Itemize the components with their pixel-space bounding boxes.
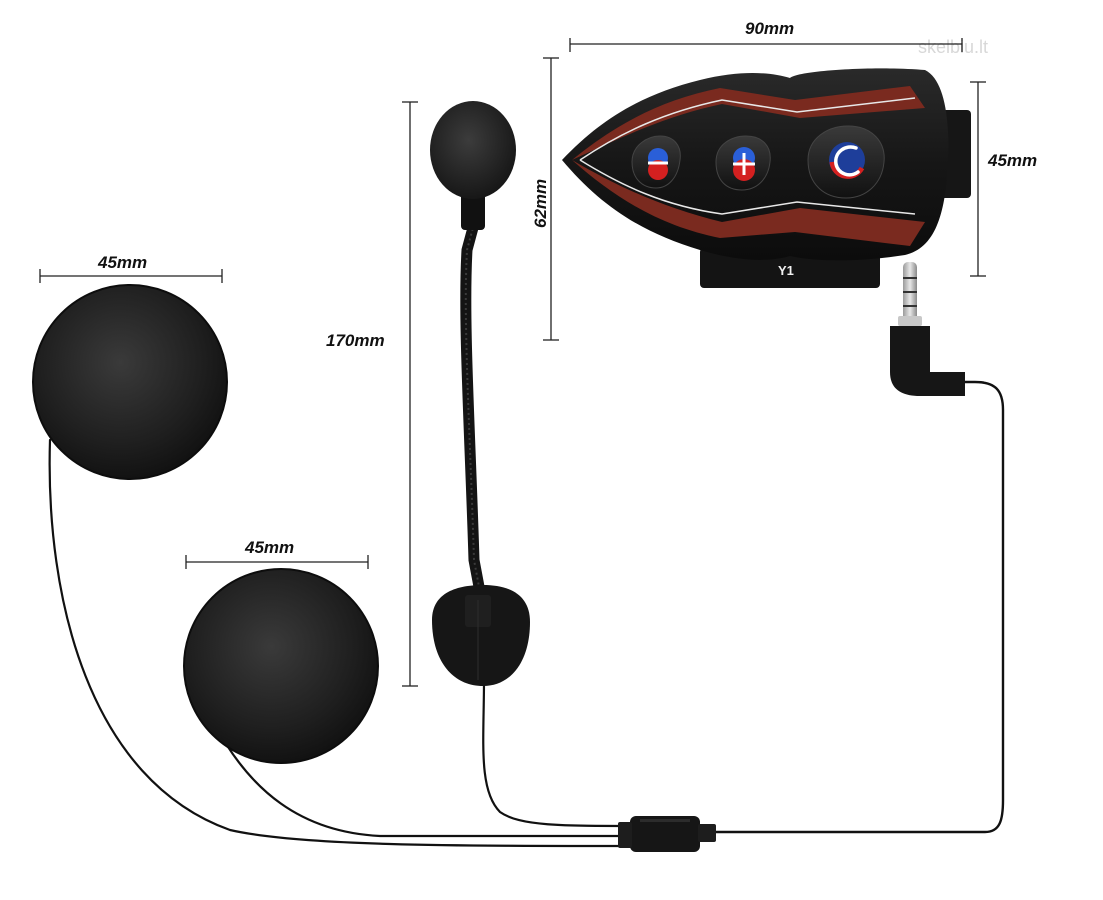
dimension-mic-boom: 170mm	[326, 101, 418, 687]
dimension-left-speaker: 45mm	[39, 253, 223, 283]
left-speaker-diameter-label: 45mm	[97, 253, 147, 272]
device-width-label: 90mm	[745, 19, 794, 38]
mic-cable	[482, 678, 642, 828]
bluetooth-headset-device: Y1	[562, 68, 971, 288]
right-speaker	[183, 568, 379, 764]
dimension-device-height: 62mm	[531, 57, 559, 341]
plus-icon	[733, 153, 755, 175]
audio-jack	[890, 262, 965, 396]
phone-button	[807, 125, 885, 199]
volume-down-button	[631, 135, 681, 189]
cables	[48, 380, 1005, 848]
dimension-device-width: 90mm	[569, 19, 963, 52]
model-label: Y1	[778, 263, 794, 278]
right-speaker-cable	[213, 723, 642, 838]
left-speaker-cable	[48, 438, 642, 848]
cable-splitter	[618, 816, 716, 852]
device-trim	[572, 86, 925, 160]
dimension-device-depth: 45mm	[970, 81, 1037, 277]
main-cable	[698, 380, 1005, 834]
left-speaker	[32, 284, 228, 480]
microphone	[430, 101, 530, 686]
dimension-right-speaker: 45mm	[185, 538, 369, 569]
device-depth-label: 45mm	[987, 151, 1037, 170]
device-height-label: 62mm	[531, 179, 550, 228]
mic-boom-length-label: 170mm	[326, 331, 385, 350]
right-speaker-diameter-label: 45mm	[244, 538, 294, 557]
watermark: skelbiu.lt	[918, 37, 988, 57]
mic-mount	[432, 585, 530, 686]
phone-icon	[834, 145, 860, 177]
mic-foam	[430, 101, 516, 199]
volume-up-button	[715, 135, 771, 191]
